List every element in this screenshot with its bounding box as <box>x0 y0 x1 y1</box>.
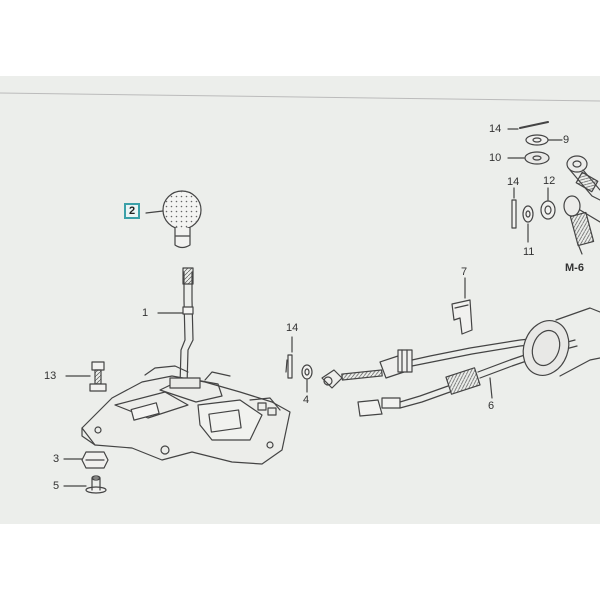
bolt-13-part <box>89 361 107 392</box>
callout-14-mid: 14 <box>286 322 299 334</box>
callout-14-right: 14 <box>507 176 520 188</box>
retainer-clip-7-part <box>451 299 473 335</box>
washer-9-part <box>525 134 549 146</box>
washer-10-part <box>524 151 550 165</box>
bushing-5-part <box>85 475 107 494</box>
callout-10: 10 <box>489 152 502 164</box>
callout-m6: M-6 <box>565 262 584 274</box>
shift-lever-part <box>179 267 194 386</box>
callout-1: 1 <box>142 307 149 319</box>
callout-14-top: 14 <box>489 123 502 135</box>
sheet-edge-line <box>0 92 600 102</box>
washer-11-part <box>522 205 534 223</box>
grommet-part <box>522 307 600 377</box>
pin-14-top-part <box>519 121 549 129</box>
washer-4-part <box>301 364 313 380</box>
shift-housing-part <box>81 365 291 465</box>
callout-2: 2 <box>124 203 141 219</box>
callout-6: 6 <box>488 400 495 412</box>
callout-4: 4 <box>303 394 310 406</box>
callout-5: 5 <box>53 480 60 492</box>
clip-pin-14-part <box>285 354 293 379</box>
callout-11: 11 <box>523 246 535 258</box>
leader-6 <box>489 377 493 399</box>
pin-14-right-part <box>511 199 517 229</box>
nut-3-part <box>81 451 109 469</box>
leader-2 <box>145 210 164 214</box>
diagram-sheet <box>0 76 600 524</box>
callout-13: 13 <box>44 370 57 382</box>
washer-12-part <box>540 200 556 220</box>
transmission-cable-end-part <box>563 155 600 255</box>
callout-9: 9 <box>563 134 570 146</box>
shift-knob-part <box>162 190 202 249</box>
callout-3: 3 <box>53 453 60 465</box>
callout-7: 7 <box>461 266 468 278</box>
callout-12: 12 <box>543 175 556 187</box>
